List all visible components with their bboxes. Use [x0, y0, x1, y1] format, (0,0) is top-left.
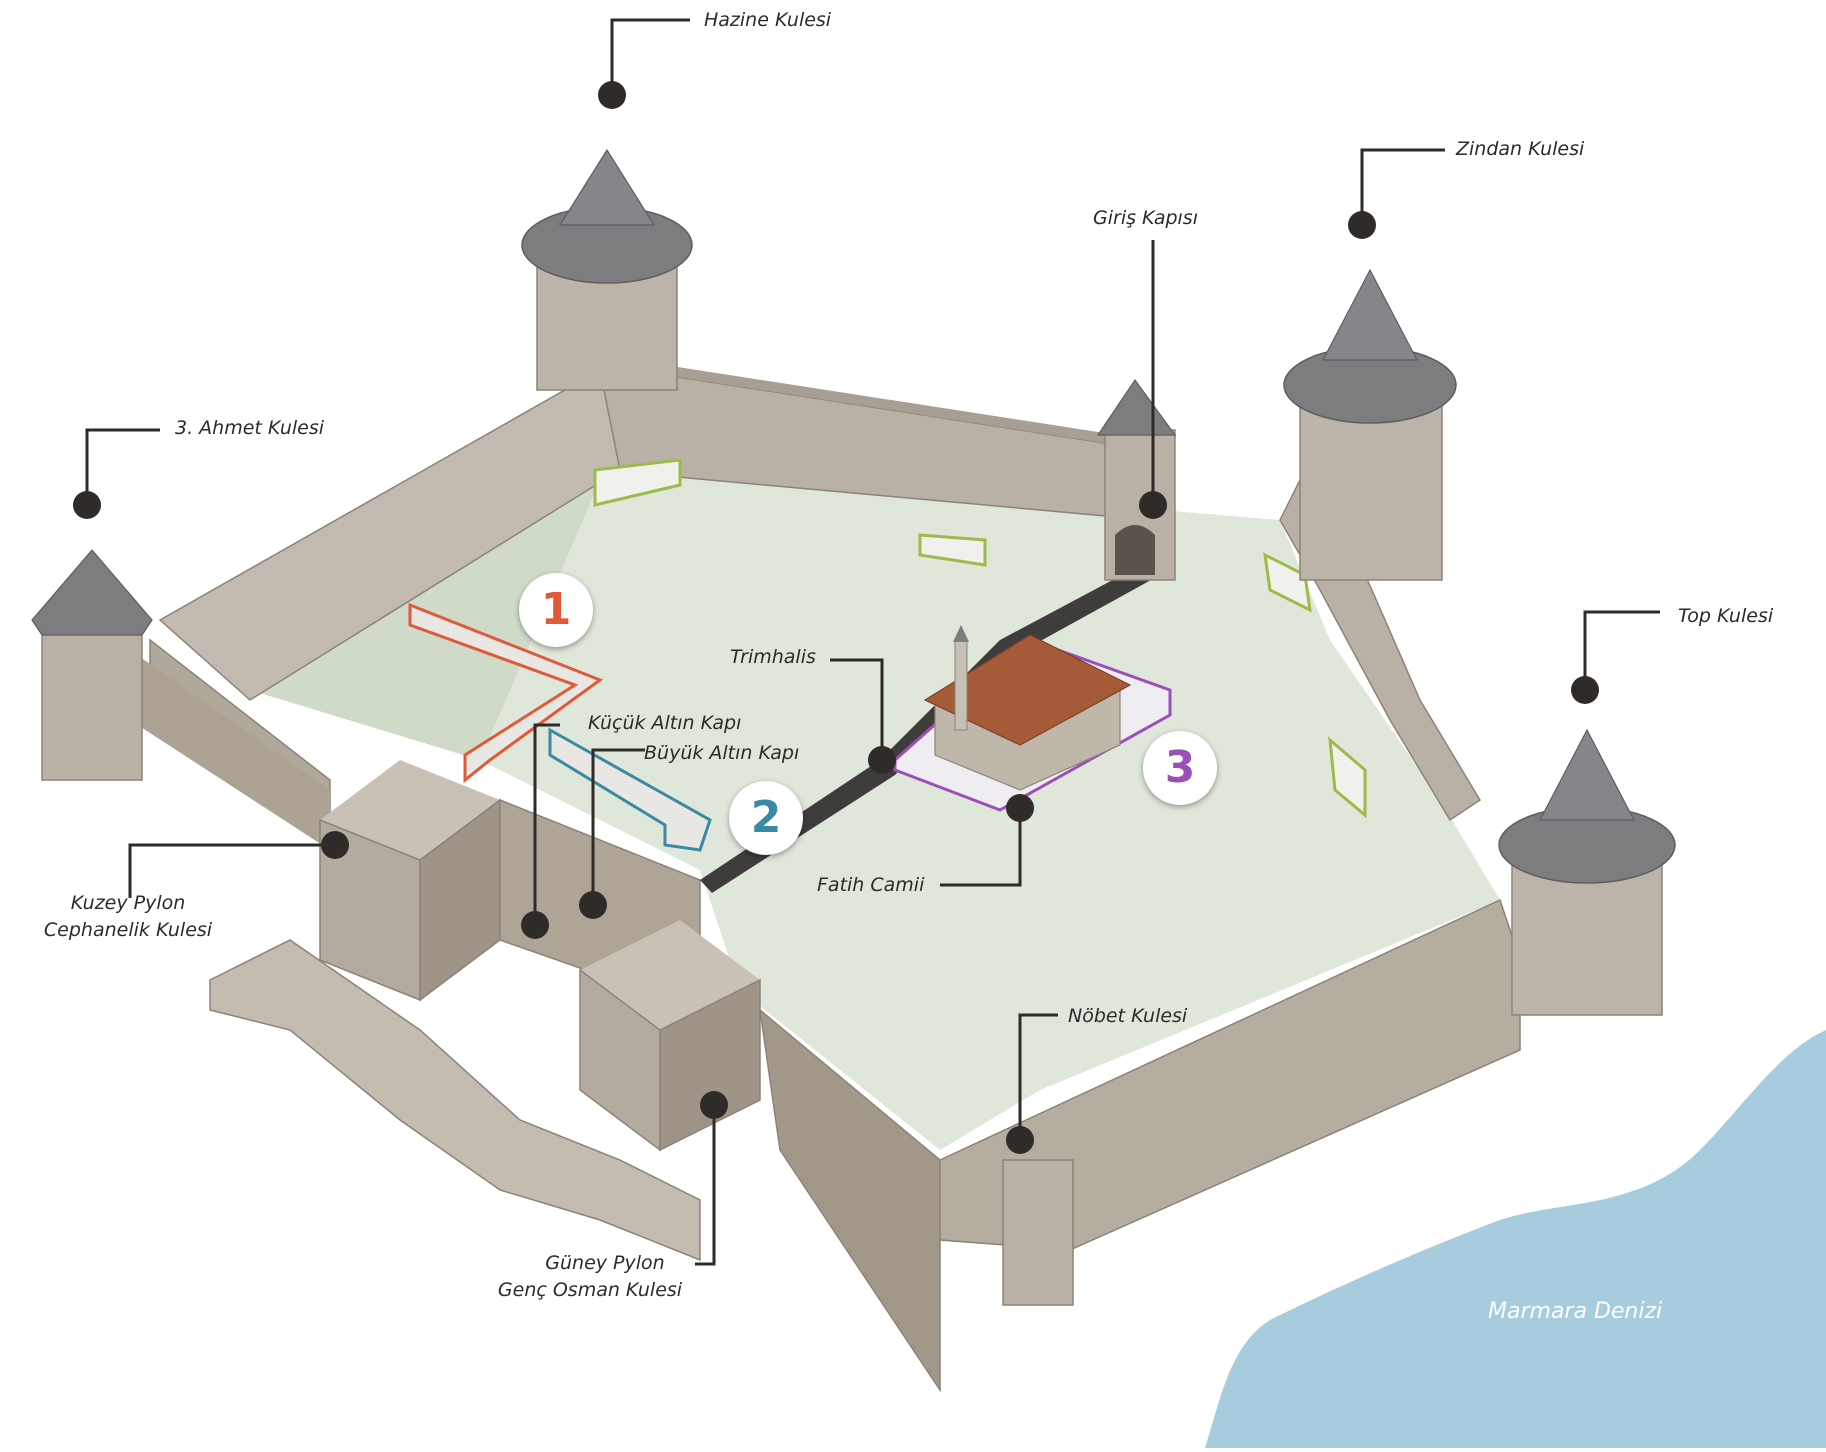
label-kucuk-altin-kapi: Küçük Altın Kapı [588, 712, 742, 734]
west-front-wall-2 [130, 650, 330, 850]
label-fatih-camii: Fatih Camii [817, 874, 925, 896]
cobblestone-path [700, 560, 1160, 893]
area-1-outline [408, 602, 604, 784]
area-2-outline [548, 727, 712, 852]
label-buyuk-altin-kapi: Büyük Altın Kapı [644, 742, 800, 764]
number-badge-1: 1 [519, 573, 593, 647]
label-giris-kapisi: Giriş Kapısı [1093, 207, 1198, 229]
label-hazine-kulesi: Hazine Kulesi [704, 9, 832, 31]
number-badge-3: 3 [1143, 731, 1217, 805]
hazine-tower-roof [558, 148, 656, 226]
gate-frame-b [918, 533, 987, 567]
minaret-cap [953, 625, 969, 642]
gate-frame-d [1328, 736, 1367, 819]
kuzey-pylon-top [320, 760, 500, 860]
label-3-ahmet-kulesi: 3. Ahmet Kulesi [175, 417, 325, 439]
outer-wall-ruins [209, 939, 701, 1262]
gate-frame-a [593, 458, 682, 507]
zindan-tower-roof [1322, 268, 1418, 361]
nobet-tower-body [1002, 1159, 1074, 1306]
gatehouse-roof [1096, 378, 1177, 436]
gate-frame-c [1263, 552, 1312, 613]
label-top-kulesi: Top Kulesi [1678, 605, 1774, 627]
leader-lines [85, 18, 1660, 1266]
label-cephanelik-kulesi: Cephanelik Kulesi [43, 919, 213, 941]
label-guney-pylon: Güney Pylon [545, 1252, 665, 1274]
minaret [954, 639, 968, 731]
label-marmara-denizi: Marmara Denizi [1488, 1299, 1663, 1324]
marker-dots [73, 81, 1599, 1154]
north-wall-top [600, 355, 1150, 450]
label-genc-osman-kulesi: Genç Osman Kulesi [497, 1279, 683, 1301]
marmara-sea [1205, 1030, 1826, 1448]
southwest-front-wall [758, 1008, 941, 1393]
guney-pylon-side [659, 978, 761, 1152]
label-zindan-kulesi: Zindan Kulesi [1456, 138, 1585, 160]
label-trimhalis: Trimhalis [730, 646, 816, 668]
label-kuzey-pylon: Kuzey Pylon [70, 892, 186, 914]
label-nobet-kulesi: Nöbet Kulesi [1068, 1005, 1188, 1027]
number-badge-2: 2 [729, 781, 803, 855]
mosque-roof [923, 634, 1132, 746]
ahmet-tower-roof [31, 549, 153, 636]
ahmet-tower-body [41, 629, 143, 781]
gatehouse-arch [1115, 525, 1155, 575]
top-tower-roof [1539, 728, 1635, 821]
